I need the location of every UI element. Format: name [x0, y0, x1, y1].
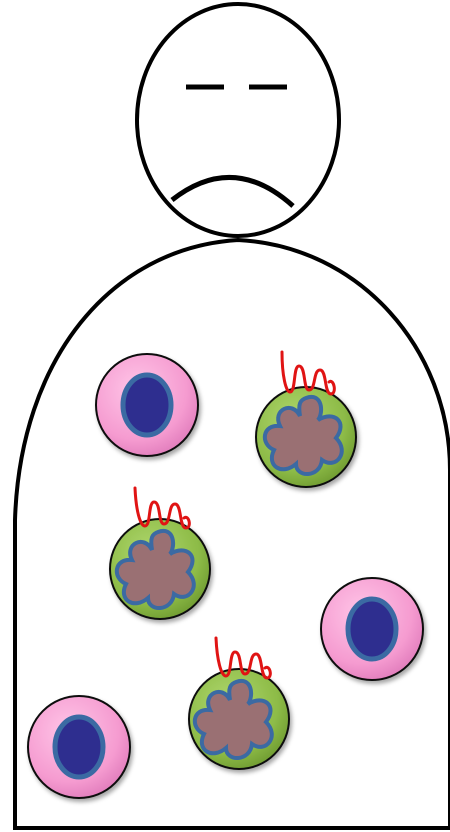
head-outline	[137, 4, 339, 236]
cell-nucleus	[123, 375, 171, 435]
cell-nucleus	[55, 717, 103, 777]
normal-cell	[28, 696, 130, 798]
normal-cell	[321, 578, 423, 680]
head	[137, 4, 339, 236]
cell-nucleus	[348, 599, 396, 659]
normal-cell	[96, 354, 198, 456]
